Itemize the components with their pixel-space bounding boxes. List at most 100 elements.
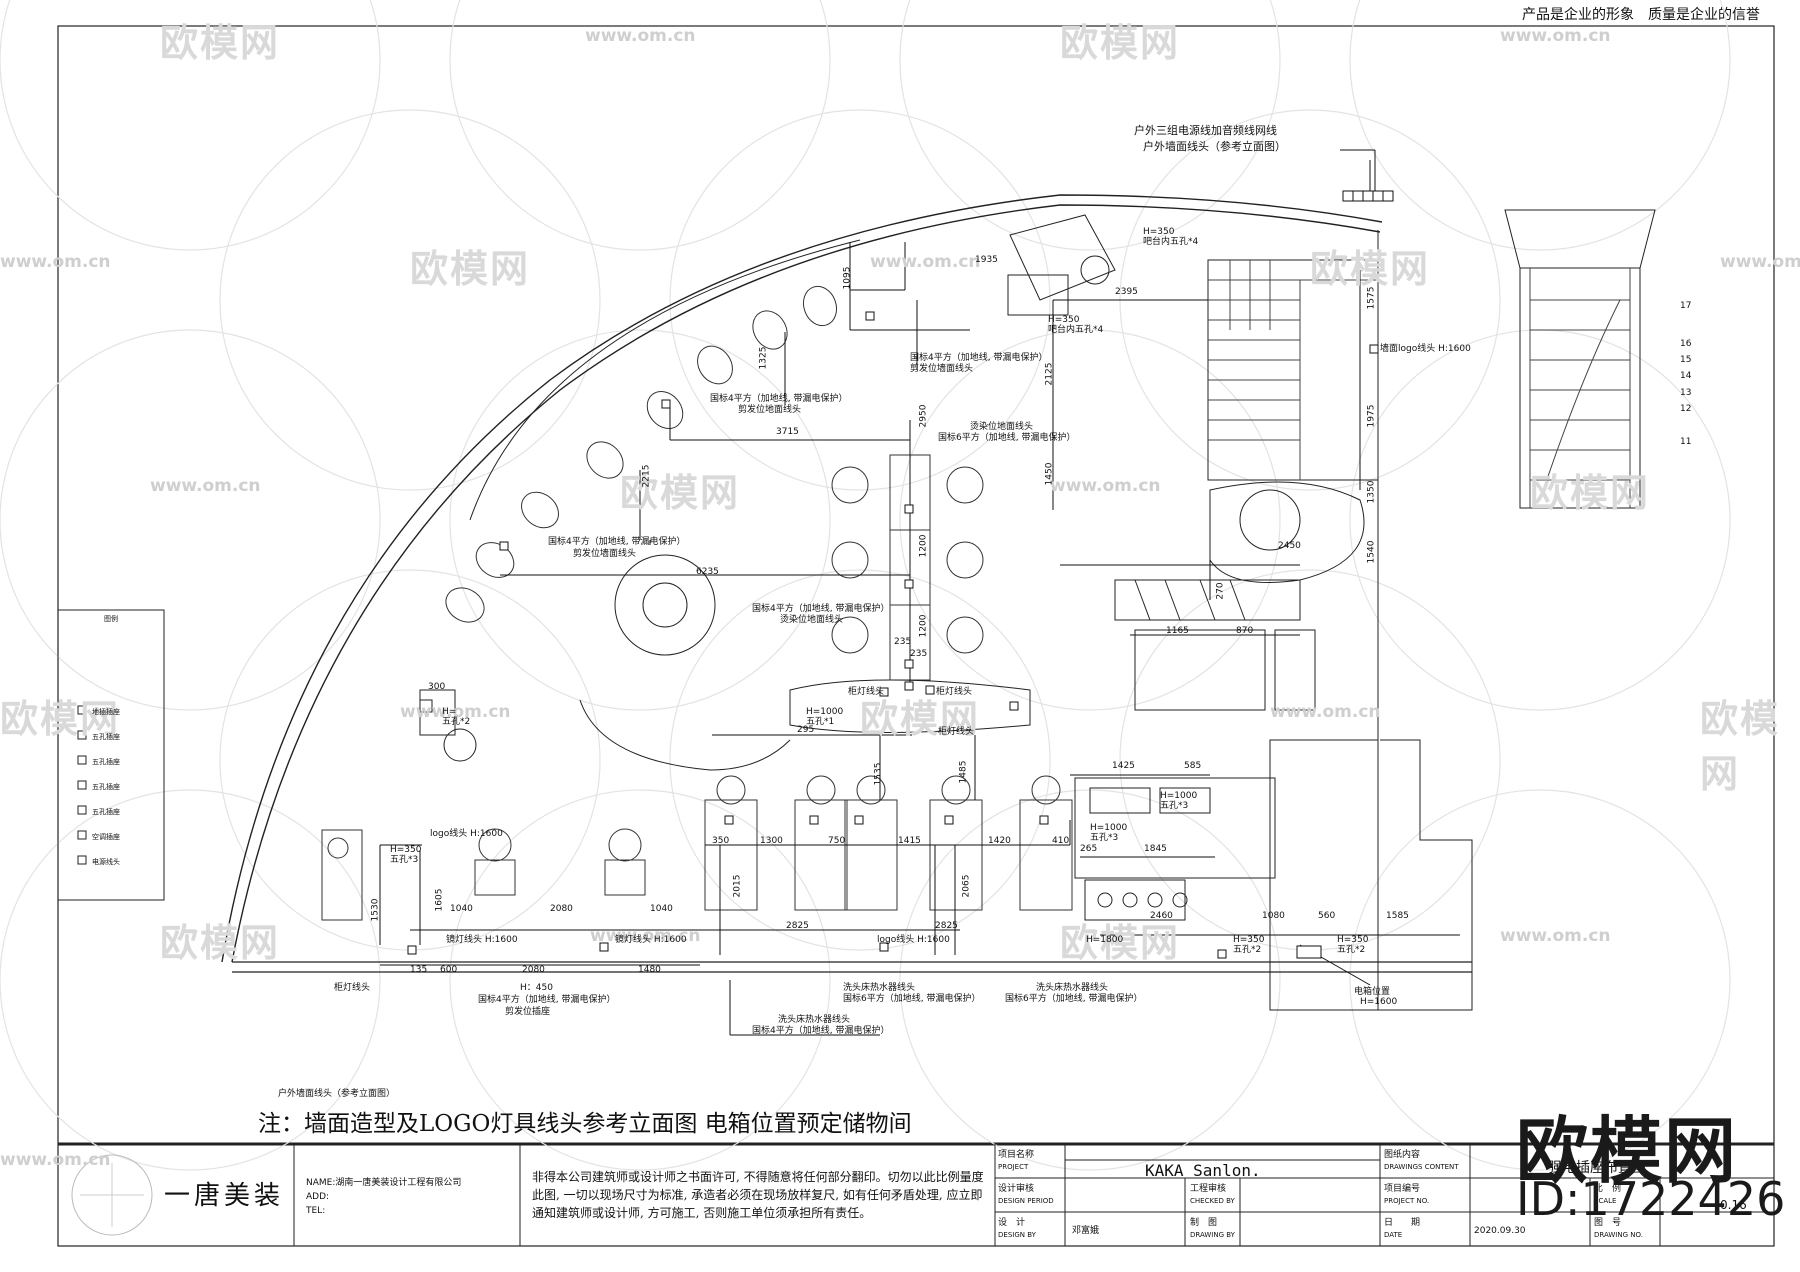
watermark-url: www.om.cn <box>150 476 261 496</box>
legend-item: 五孔插座 <box>92 808 120 816</box>
checked-label-en: CHECKED BY <box>1190 1197 1235 1205</box>
disclaimer-text: 非得本公司建筑师或设计师之书面许可, 不得随意将任何部分翻印。切勿以此比例量度此… <box>532 1170 984 1220</box>
dimension-label: 1425 <box>1112 761 1135 771</box>
dimension-label: 1845 <box>1144 844 1167 854</box>
content-label-en: DRAWINGS CONTENT <box>1384 1163 1459 1171</box>
stair-number: 15 <box>1680 355 1692 365</box>
date-value: 2020.09.30 <box>1474 1226 1526 1236</box>
watermark-url: www.om.cn <box>400 702 511 722</box>
dimension-label: 1080 <box>1262 911 1285 921</box>
watermark-url: www.om.cn <box>585 26 696 46</box>
overlay-brand: 欧模网 <box>1516 1109 1739 1193</box>
header-slogan: 产品是企业的形象 质量是企业的信誉 <box>1522 7 1760 23</box>
watermark-logo: 欧模网 <box>1700 697 1781 796</box>
annotation-wash-b2: 国标6平方（加地线, 带漏电保护） <box>1005 994 1143 1004</box>
annotation-outdoor-bottom: 户外墙面线头（参考立面图） <box>278 1089 396 1099</box>
dimension-label: 300 <box>428 682 446 692</box>
watermark-logo: 欧模网 <box>620 471 741 515</box>
annotation-outdoor-top-1: 户外三组电源线加音频线网线 <box>1134 124 1277 137</box>
dimension-label: 560 <box>1318 911 1336 921</box>
annotation-dye-floor-2a: 国标4平方（加地线, 带漏电保护） <box>752 604 890 614</box>
drawing-no-value: 0.16 <box>1720 1198 1747 1212</box>
watermark-logo: 欧模网 <box>160 21 281 65</box>
company-address-label: ADD: <box>306 1192 330 1202</box>
watermark-url: www.om.cn <box>1050 476 1161 496</box>
watermark-logo: 欧模网 <box>1060 921 1181 965</box>
dimension-label: 1200 <box>918 614 929 638</box>
project-label-en: PROJECT <box>998 1163 1029 1171</box>
annotation-cut-b-a: 国标4平方（加地线, 带漏电保护） <box>478 995 616 1005</box>
annotation-h350-r2: H=350 <box>1337 935 1369 945</box>
dimension-label: 585 <box>1184 761 1202 771</box>
dimension-label: 1350 <box>1366 480 1377 504</box>
annotation-h450: H：450 <box>520 983 553 993</box>
dimension-label: 235 <box>894 637 912 647</box>
dimension-label: 135 <box>410 965 428 975</box>
dimension-label: 410 <box>1052 836 1070 846</box>
dimension-label: 1485 <box>958 760 969 784</box>
watermark-url: www.om.cn <box>870 252 981 272</box>
watermark-logo: 欧模网 <box>1310 247 1431 291</box>
annotation-five-hole-2r: 五孔*2 <box>1233 945 1262 955</box>
annotation-cut-floor-1b: 剪发位地面线头 <box>738 405 802 415</box>
legend-title: 图例 <box>104 615 118 623</box>
scale-label-cn: 比 例 <box>1594 1184 1622 1194</box>
stair-number: 11 <box>1680 437 1692 447</box>
dimension-label: 1415 <box>898 836 921 846</box>
annotation-h350-r1: H=350 <box>1233 935 1265 945</box>
watermark-url: www.om.cn <box>1270 702 1381 722</box>
dimension-label: 2215 <box>641 464 652 488</box>
dimension-label: 600 <box>440 965 458 975</box>
annotation-wash-a2: 国标6平方（加地线, 带漏电保护） <box>843 994 981 1004</box>
drawing-by-label-en: DRAWING BY <box>1190 1231 1235 1239</box>
annotation-five-hole-1: 五孔*1 <box>806 717 835 727</box>
annotation-cut-floor-1a: 国标4平方（加地线, 带漏电保护） <box>710 394 848 404</box>
content-value: 强电插座布置图 <box>1548 1160 1646 1176</box>
legend-item: 五孔插座 <box>92 783 120 791</box>
dimension-label: 295 <box>797 725 815 735</box>
dimension-label: 270 <box>1215 582 1226 600</box>
annotation-five-hole-2: 五孔*2 <box>442 717 471 727</box>
watermark-logo: 欧模网 <box>410 247 531 291</box>
annotation-wash-c2: 国标4平方（加地线, 带漏电保护） <box>752 1026 890 1036</box>
dimension-label: 2450 <box>1278 541 1301 551</box>
dimension-label: 1165 <box>1166 626 1189 636</box>
annotation-cut-wall-1: 剪发位墙面线头 <box>910 364 974 374</box>
dimension-label: 2080 <box>550 904 573 914</box>
annotation-h1000-a: H=1000 <box>806 707 844 717</box>
dimension-label: 1200 <box>918 534 929 558</box>
overlay-id: ID:1722426 <box>1516 1172 1786 1226</box>
legend-item: 电源线头 <box>92 858 120 866</box>
stair-number: 16 <box>1680 339 1692 349</box>
annotation-h-left-300: H= <box>442 707 457 717</box>
dimension-label: 2080 <box>522 965 545 975</box>
dimension-label: 1935 <box>975 255 998 265</box>
stair-number: 17 <box>1680 301 1692 311</box>
design-period-label-en: DESIGN PERIOD <box>998 1197 1054 1205</box>
dimension-label: 1040 <box>650 904 673 914</box>
dimension-label: 1420 <box>988 836 1011 846</box>
annotation-five-hole-3b: 五孔*3 <box>1160 801 1189 811</box>
dimension-label: 1585 <box>1386 911 1409 921</box>
dimension-label: 2015 <box>732 874 743 898</box>
watermark-url: www.om.cn <box>590 926 701 946</box>
annotation-wash-4sq-1: 国标4平方（加地线, 带漏电保护） <box>910 353 1048 363</box>
dimension-label: 2825 <box>935 921 958 931</box>
drawing-no-label-cn: 图 号 <box>1594 1218 1622 1228</box>
project-no-label-cn: 项目编号 <box>1384 1184 1421 1194</box>
watermark-url: www.om.cn <box>0 1150 111 1170</box>
drawing-no-label-en: DRAWING NO. <box>1594 1231 1643 1239</box>
annotation-logo-mid: logo线头 H:1600 <box>877 935 950 945</box>
content-label-cn: 图纸内容 <box>1384 1150 1421 1160</box>
watermark-logo: 欧模网 <box>160 921 281 965</box>
dimension-label: 235 <box>910 649 928 659</box>
annotation-h1000-c: H=1000 <box>1090 823 1128 833</box>
watermark-url: www.om.cn <box>1720 252 1800 272</box>
annotation-box-label: 电箱位置 <box>1354 987 1391 997</box>
dimension-label: 2950 <box>918 404 929 428</box>
watermark-logo: 欧模网 <box>1530 471 1651 515</box>
annotation-h1800: H=1800 <box>1086 935 1124 945</box>
annotation-mirror-1: 镜灯线头 H:1600 <box>446 935 518 945</box>
legend-item: 地插插座 <box>92 708 120 716</box>
